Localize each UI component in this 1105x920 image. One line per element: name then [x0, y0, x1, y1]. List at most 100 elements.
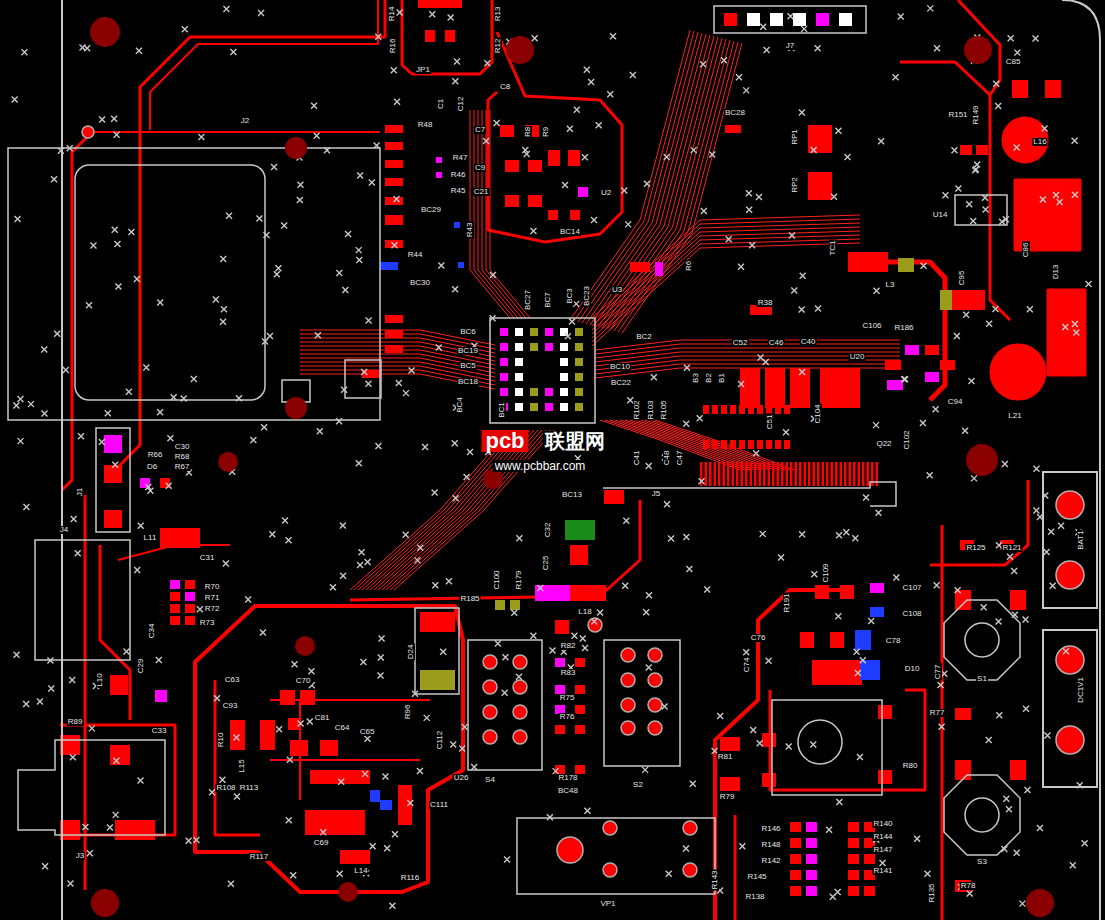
component-pad	[870, 607, 884, 617]
via	[981, 604, 987, 610]
via	[791, 288, 797, 294]
part-label: BC14	[559, 228, 581, 236]
component-pad	[560, 403, 568, 411]
via	[1033, 508, 1039, 514]
via	[113, 758, 119, 764]
signal-trace	[598, 37, 718, 327]
component-pad	[724, 13, 737, 26]
part-label: BC28	[724, 109, 746, 117]
copper-trace	[100, 545, 130, 720]
via	[1014, 850, 1020, 856]
via	[596, 122, 602, 128]
component-pad	[848, 838, 859, 848]
part-label: C33	[151, 727, 168, 735]
through-hole-pad	[648, 698, 662, 712]
via	[1072, 192, 1078, 198]
via	[436, 345, 442, 351]
component-pad	[305, 810, 345, 835]
via	[996, 618, 1002, 624]
copper-trace	[715, 590, 850, 920]
component-pad	[530, 403, 538, 411]
copper-trace	[941, 525, 944, 920]
via	[625, 221, 631, 227]
part-label: U14	[932, 211, 949, 219]
component-pad	[555, 620, 569, 634]
board-outline	[1062, 0, 1100, 920]
component-pad	[185, 580, 195, 589]
mounting-hole	[338, 882, 358, 902]
signal-trace	[382, 430, 542, 590]
via	[223, 6, 229, 12]
signal-trace	[358, 430, 518, 590]
component-pad	[500, 343, 508, 351]
via	[357, 562, 363, 568]
part-label: J5	[651, 490, 661, 498]
via	[292, 661, 298, 667]
component-pad	[115, 820, 155, 840]
signal-trace	[625, 420, 765, 470]
via	[37, 698, 43, 704]
through-hole-pad	[483, 705, 497, 719]
component-pad	[515, 328, 523, 336]
via	[143, 365, 149, 371]
via	[836, 532, 842, 538]
via	[986, 321, 992, 327]
board-outline	[61, 0, 63, 920]
via	[504, 857, 510, 863]
via	[340, 573, 346, 579]
via	[1012, 612, 1018, 618]
copper-trace	[150, 0, 378, 130]
via	[860, 657, 866, 663]
component-pad	[878, 770, 892, 784]
battery-outline	[1043, 472, 1097, 608]
part-label: C74	[743, 657, 751, 674]
via	[374, 143, 380, 149]
copper-trace	[84, 495, 87, 890]
via	[297, 197, 303, 203]
part-label: C100	[493, 569, 501, 590]
part-label: BC5	[459, 362, 477, 370]
part-label: RP2	[791, 176, 799, 194]
via	[394, 99, 400, 105]
component-pad	[727, 462, 730, 486]
part-label: C111	[429, 801, 449, 809]
via	[963, 312, 969, 318]
via	[571, 633, 577, 639]
via	[970, 218, 976, 224]
component-pad	[858, 462, 861, 486]
part-label: R96	[404, 704, 412, 721]
component-pad	[655, 262, 663, 276]
signal-trace	[592, 215, 860, 318]
via	[379, 635, 385, 641]
part-label: C95	[958, 270, 966, 287]
component-pad	[110, 745, 130, 765]
via	[651, 374, 657, 380]
component-pad	[530, 328, 538, 336]
via	[835, 128, 841, 134]
through-hole-pad	[557, 837, 583, 863]
via	[562, 182, 568, 188]
via	[567, 126, 573, 132]
signal-trace	[592, 239, 860, 342]
via	[84, 45, 90, 51]
part-label: Q22	[875, 440, 892, 448]
component-pad	[575, 343, 583, 351]
part-label: R125	[965, 544, 986, 552]
part-label: R47	[452, 154, 469, 162]
component-pad	[380, 262, 398, 270]
component-pad	[709, 462, 712, 486]
signal-trace	[362, 430, 522, 590]
part-label: BC2	[635, 333, 653, 341]
component-pad	[712, 405, 718, 414]
part-label: C112	[436, 730, 444, 751]
part-label: U2	[600, 189, 612, 197]
component-pad	[955, 708, 971, 720]
part-label: R145	[746, 873, 767, 881]
component-pad	[976, 145, 988, 155]
component-pad	[736, 462, 739, 486]
through-hole-pad	[621, 698, 635, 712]
via	[530, 228, 536, 234]
via	[391, 67, 397, 73]
via	[683, 534, 689, 540]
component-pad	[955, 760, 971, 780]
